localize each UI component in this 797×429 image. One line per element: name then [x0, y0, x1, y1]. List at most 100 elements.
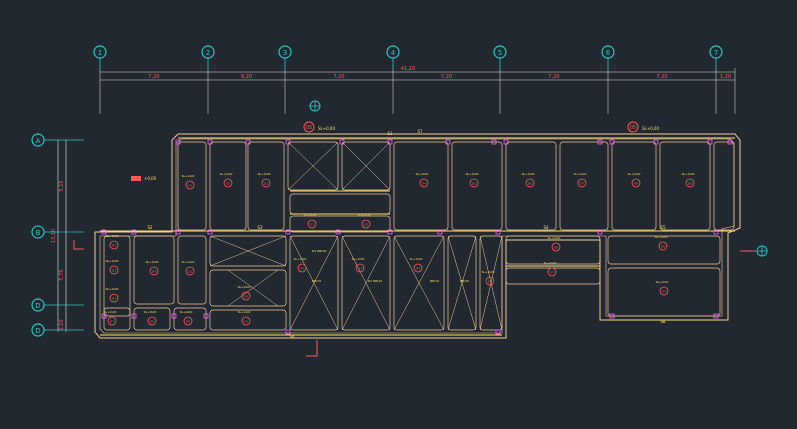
- structural-column: [597, 139, 603, 145]
- grid-label-col-6: 6: [606, 49, 611, 57]
- slab-level-label: SL+0,00: [628, 172, 641, 176]
- structural-column: [131, 313, 137, 319]
- dim-span-label: 7,20: [148, 74, 159, 80]
- slab-marker: [658, 241, 668, 251]
- beam-label: S1: [387, 131, 393, 136]
- slab-panel: [393, 235, 445, 331]
- slab-level-label: SL+0,00: [655, 235, 668, 239]
- legend-label: +0,00: [144, 176, 157, 181]
- grid-label-row-B: B: [36, 229, 41, 237]
- slab-level-label: SL+0,00: [104, 310, 117, 314]
- slab-level-label: SL+0,00: [682, 172, 695, 176]
- slab-level-label: SL+0,00: [522, 172, 535, 176]
- section-marker-label: 05: [306, 125, 312, 131]
- slab-marker: [185, 180, 195, 190]
- structural-column: [245, 139, 251, 145]
- slab-panel: [177, 141, 207, 231]
- structural-column: [285, 139, 291, 145]
- slab-panel: [659, 141, 711, 231]
- beam-label: S8: [660, 319, 666, 324]
- slab-level-label: SL+0,00: [146, 260, 159, 264]
- slab-marker-label: D3: [358, 267, 362, 271]
- slab-panel: [447, 235, 477, 331]
- structural-column: [175, 229, 181, 235]
- hatch-annotation: Ø8/10: [430, 278, 439, 283]
- slab-panel: [607, 267, 721, 317]
- slab-marker-label: D2: [300, 267, 304, 271]
- slab-marker: [419, 178, 429, 188]
- slab-level-label: SL+0,00: [544, 261, 557, 265]
- structural-column: [653, 139, 659, 145]
- structural-column: [727, 139, 733, 145]
- structural-column: [285, 329, 291, 335]
- slab-marker-label: D9: [186, 320, 190, 324]
- structural-column: [387, 139, 393, 145]
- structural-column: [707, 139, 713, 145]
- structural-column: [713, 313, 719, 319]
- slab-level-label: SL+0,00: [182, 174, 195, 178]
- grid-label-col-2: 2: [206, 49, 210, 57]
- slab-marker: [577, 178, 587, 188]
- structural-column: [387, 229, 393, 235]
- hatch-annotation: Ø8/20: [460, 278, 469, 283]
- grid-label-row-D: D: [35, 302, 40, 310]
- structural-column: [609, 313, 615, 319]
- opening-hatch: [209, 235, 287, 267]
- section-marker: [303, 121, 315, 133]
- slab-marker-label: D6: [528, 182, 532, 186]
- opening-hatch: [289, 235, 339, 331]
- structural-column: [285, 229, 291, 235]
- slab-level-label: SL+0,00: [304, 213, 317, 217]
- slab-panel: [713, 141, 735, 231]
- dim-left-total-label: 13,10: [51, 229, 57, 243]
- slab-panel: [173, 307, 207, 331]
- slab-marker-label: D5: [488, 280, 492, 284]
- slab-marker: [659, 286, 669, 296]
- slab-marker: [413, 263, 423, 273]
- slab-panel: [133, 307, 171, 331]
- section-sublabel: SL+0,00: [318, 126, 335, 131]
- slab-level-label: SL+0,00: [466, 172, 479, 176]
- slab-panel: [479, 235, 503, 331]
- slab-marker-label: D1: [188, 184, 192, 188]
- slab-level-label: SL+0,00: [238, 285, 251, 289]
- grid-label-col-7: 7: [714, 49, 718, 57]
- opening-hatch: [341, 141, 391, 191]
- section-marker-label: 05: [630, 125, 636, 131]
- grid-label-row-D: D: [35, 327, 40, 335]
- slab-level-label: SL+0,00: [238, 310, 251, 314]
- slab-marker-label: D2: [364, 223, 368, 227]
- structural-column: [597, 229, 603, 235]
- slab-panel: [209, 309, 287, 331]
- dim-span-label: 1,20: [720, 74, 731, 80]
- slab-panel: [611, 141, 657, 231]
- slab-marker: [307, 219, 317, 229]
- slab-marker-label: D7: [550, 271, 554, 275]
- opening-hatch: [479, 235, 503, 331]
- slab-level-label: SL+0,00: [482, 270, 495, 274]
- slab-level-label: SL+0,00: [294, 257, 307, 261]
- structural-column: [445, 139, 451, 145]
- opening-hatch: [393, 235, 445, 331]
- hatch-annotation: Ø8/15: [312, 278, 321, 283]
- slab-marker-label: D1: [112, 244, 116, 248]
- slab-marker: [109, 293, 119, 303]
- slab-level-label: SL+0,00: [106, 259, 119, 263]
- slab-marker: [241, 316, 251, 326]
- section-cut-line: [73, 240, 84, 250]
- slab-marker: [469, 178, 479, 188]
- slab-panel: [341, 235, 391, 331]
- slab-marker: [261, 178, 271, 188]
- slab-marker: [685, 178, 695, 188]
- slab-level-label: SL+0,00: [358, 213, 371, 217]
- structural-column: [203, 313, 209, 319]
- slab-marker-label: D7: [580, 182, 584, 186]
- structural-column: [175, 139, 181, 145]
- structural-column: [207, 139, 213, 145]
- slab-level-label: SL+0,00: [656, 280, 669, 284]
- structural-column: [609, 139, 615, 145]
- slab-marker: [485, 276, 495, 286]
- slab-panel: [247, 141, 285, 231]
